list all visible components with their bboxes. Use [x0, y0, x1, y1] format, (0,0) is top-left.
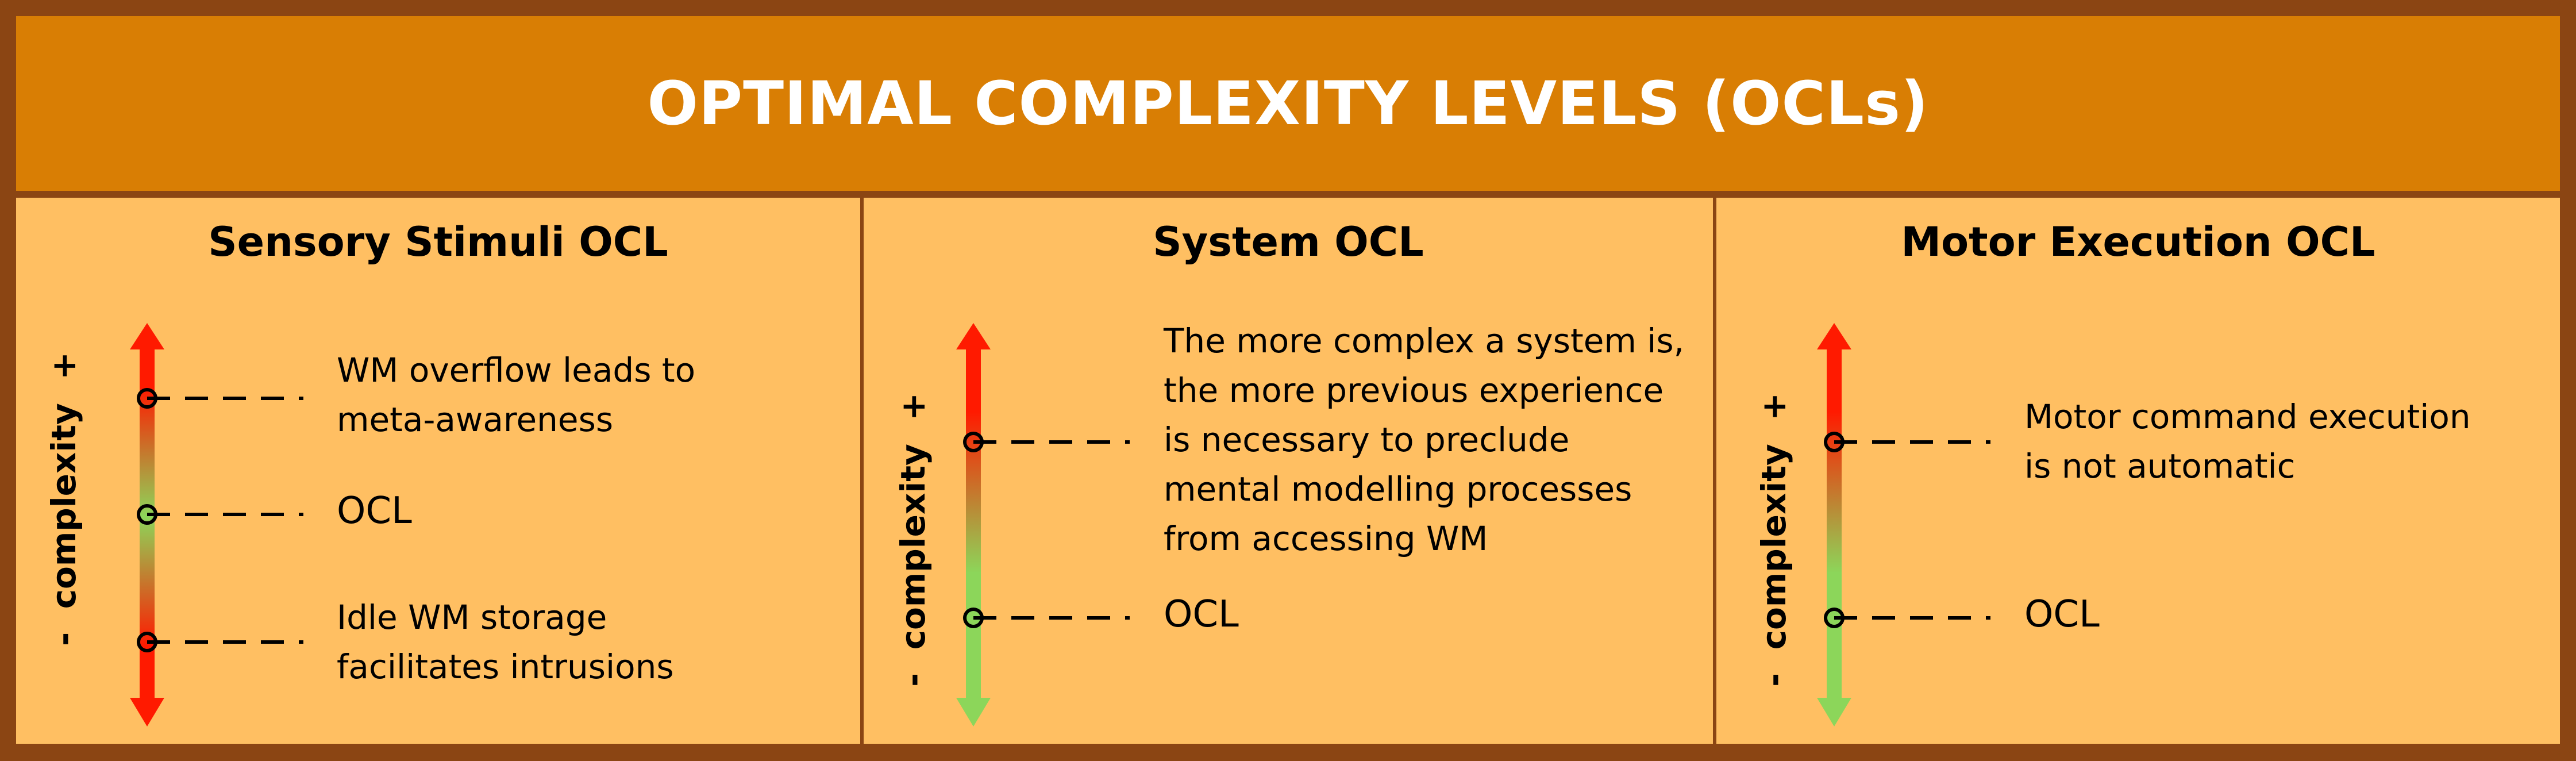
header-banner: OPTIMAL COMPLEXITY LEVELS (OCLs)	[16, 16, 2560, 191]
axis-label-complexity: - complexity +	[44, 352, 83, 646]
marker-ocl	[1824, 608, 1990, 628]
marker-high	[1824, 432, 1990, 452]
marker-high	[137, 388, 303, 409]
marker-ocl	[963, 608, 1130, 628]
panel-title: Sensory Stimuli OCL	[208, 218, 668, 266]
panel-motor-execution: Motor Execution OCL - complexity +	[1716, 198, 2560, 744]
annotation-ocl: OCL	[2024, 593, 2100, 636]
panel-sensory-stimuli: Sensory Stimuli OCL	[16, 198, 860, 744]
axis-label-complexity: - complexity +	[1754, 393, 1793, 687]
complexity-arrow	[956, 323, 991, 727]
annotation-ocl: OCL	[1164, 593, 1239, 636]
diagram-title: OPTIMAL COMPLEXITY LEVELS (OCLs)	[647, 68, 1929, 139]
panel-title: System OCL	[1153, 218, 1424, 266]
marker-high	[963, 432, 1130, 452]
complexity-scale	[956, 323, 1130, 727]
axis-label-complexity: - complexity +	[894, 393, 933, 687]
annotation-high: The more complex a system is, the more p…	[1164, 321, 1685, 558]
marker-ocl	[137, 504, 303, 525]
complexity-scale	[130, 323, 303, 727]
annotation-high: Motor command execution is not automatic	[2024, 397, 2471, 486]
annotation-low: Idle WM storage facilitates intrusions	[337, 598, 674, 686]
annotation-high: WM overflow leads to meta-awareness	[337, 351, 696, 439]
panel-title: Motor Execution OCL	[1901, 218, 2375, 266]
complexity-scale	[1817, 323, 1990, 727]
annotation-ocl: OCL	[337, 490, 412, 532]
complexity-arrow	[1817, 323, 1851, 727]
marker-low	[137, 632, 303, 652]
panel-system: System OCL - complexity + The mor	[864, 198, 1713, 744]
